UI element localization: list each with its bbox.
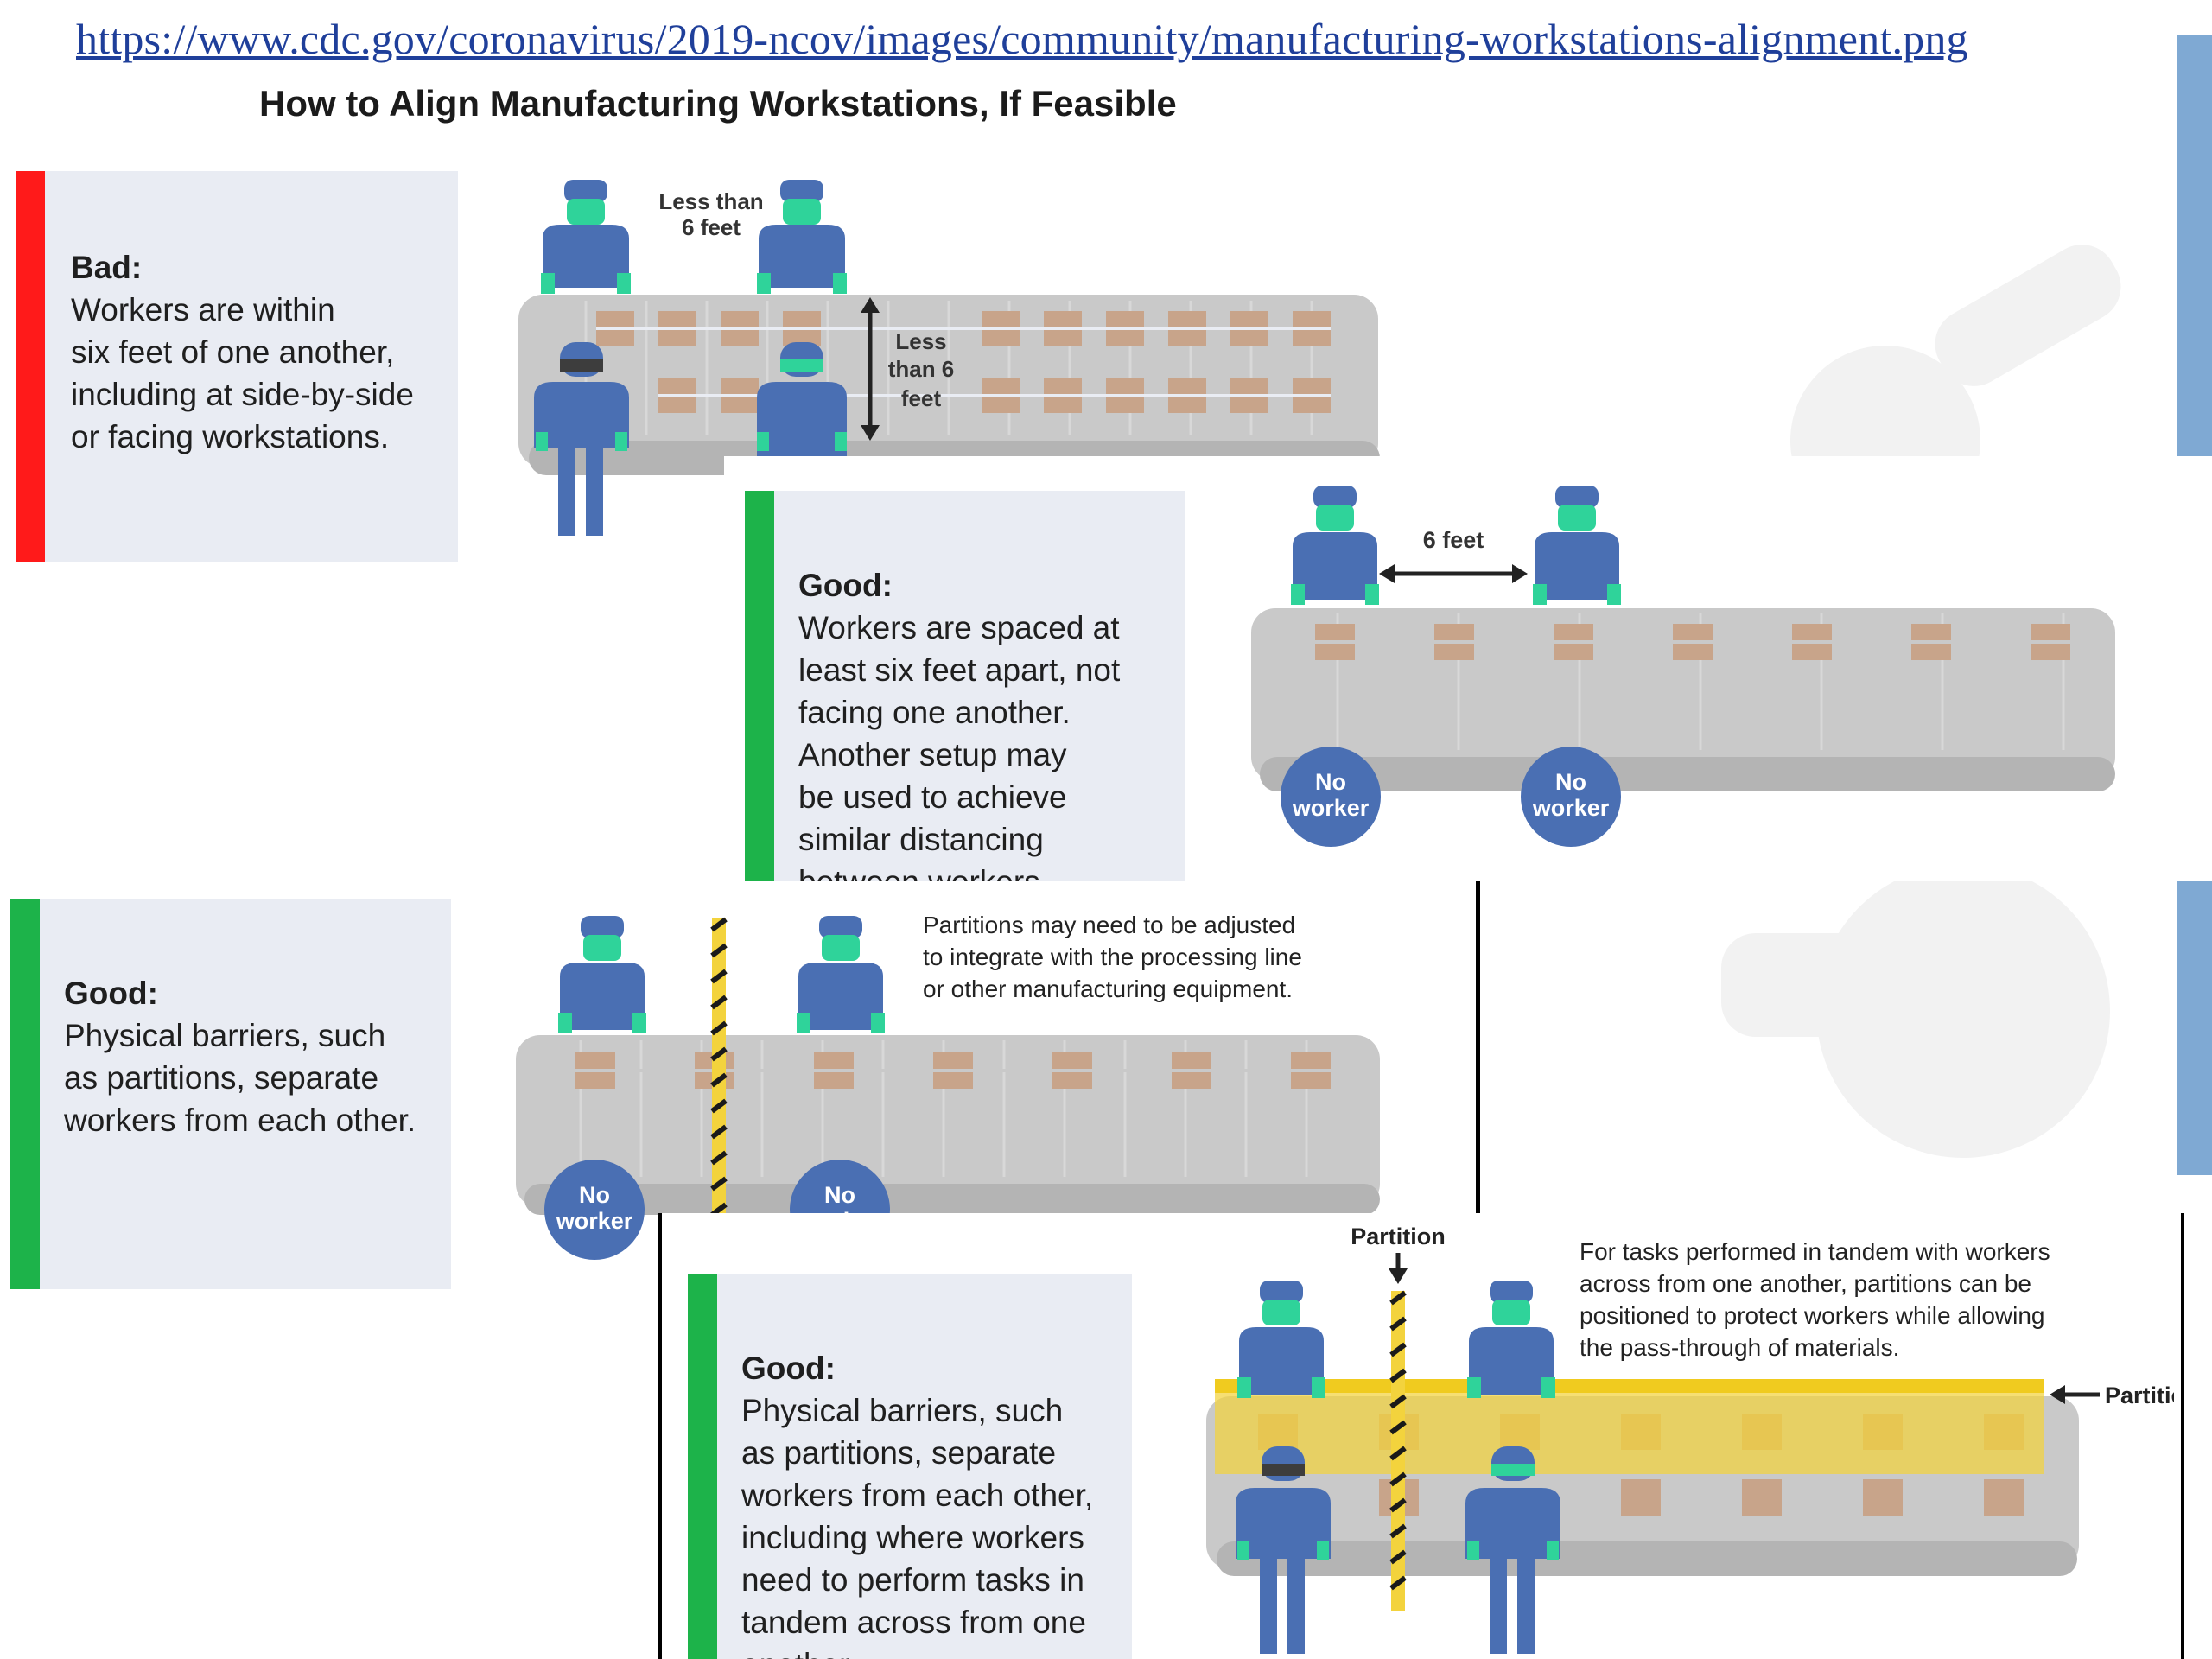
worker-icon [541,180,631,294]
note-text: across from one another, partitions can … [1580,1270,2031,1297]
info-card: Good: Physical barriers, such as partitio… [688,1274,1132,1659]
worker-icon [757,342,847,456]
source-url-link[interactable]: https://www.cdc.gov/coronavirus/2019-nco… [76,15,1968,63]
no-worker-label: No [824,1182,855,1208]
arrow-down-icon [1389,1253,1408,1284]
worker-icon [757,180,847,294]
card-description: Good: Physical barriers, such as partitio… [741,1305,1093,1659]
note-text: the pass-through of materials. [1580,1334,1899,1361]
worker-icon [1237,1281,1325,1398]
worker-icon [1533,486,1621,605]
no-worker-label: worker [556,1208,633,1234]
card-body: Workers are spaced at least six feet apa… [798,610,1121,881]
panel-good-spacing: Good: Workers are spaced at least six fee… [724,456,2212,881]
gap-label: Less [895,328,946,354]
card-body: Physical barriers, such as partitions, s… [64,1018,416,1138]
note-text: positioned to protect workers while allo… [1580,1302,2045,1329]
card-description: Good: Workers are spaced at least six fee… [798,522,1120,881]
partition-post [1389,1290,1407,1611]
no-worker-label: No [579,1182,610,1208]
partition-label: Partition [2105,1382,2174,1408]
no-worker-badge: No worker [1521,747,1621,847]
no-worker-badge: No worker [544,1160,645,1260]
status-stripe [745,491,774,881]
card-heading: Good: [741,1351,836,1386]
worker-icon [797,916,885,1033]
info-card: Good: Physical barriers, such as partitio… [10,899,451,1289]
partition-label: Partition [1351,1224,1446,1249]
worker-icon [558,916,646,1033]
card-body: Physical barriers, such as partitions, s… [741,1393,1094,1659]
worker-icon [1467,1281,1555,1398]
partition-post [710,917,728,1281]
card-body: Workers are within six feet of one anoth… [71,292,414,454]
status-stripe [688,1274,717,1659]
info-card: Bad: Workers are within six feet of one a… [16,171,458,562]
status-stripe [10,899,40,1289]
worker-icon [534,342,629,536]
card-description: Bad: Workers are within six feet of one a… [71,204,414,458]
infographic-title: How to Align Manufacturing Workstations,… [259,83,1177,124]
arrow-left-icon [2050,1385,2100,1404]
no-worker-label: No [1315,769,1346,795]
no-worker-label: No [1555,769,1586,795]
note-text: or other manufacturing equipment. [923,976,1293,1002]
info-card: Good: Workers are spaced at least six fee… [745,491,1185,881]
gap-label: than 6 [888,356,955,382]
note-text: For tasks performed in tandem with worke… [1580,1238,2050,1265]
vertical-distance-arrow-icon [861,297,880,441]
worker-icon [1291,486,1379,605]
note-text: to integrate with the processing line [923,944,1302,970]
no-worker-badge: No worker [1281,747,1381,847]
panel-good-tandem: Good: Physical barriers, such as partitio… [658,1213,2184,1659]
status-stripe [16,171,45,562]
note-text: Partitions may need to be adjusted [923,912,1295,938]
workstation-illustration: Less than 6 feet Less than 6 feet [518,180,1380,536]
horizontal-partition [1215,1379,2044,1474]
gap-label: 6 feet [682,214,741,240]
no-worker-label: worker [1532,795,1610,821]
workstation-illustration: 6 feet No worker No worker [1251,486,2115,847]
gap-label: feet [901,385,942,411]
horizontal-distance-arrow-icon [1379,564,1528,583]
no-worker-label: worker [1292,795,1370,821]
card-heading: Good: [798,568,893,603]
workstation-illustration: Partition Partition For tasks performed … [1206,1224,2174,1654]
panel-divider [1476,881,1480,1218]
gap-label: 6 feet [1423,527,1484,553]
worker-icon [1465,1446,1560,1654]
worker-icon [1236,1446,1331,1654]
gap-label: Less than [658,188,763,214]
card-heading: Bad: [71,250,143,285]
card-description: Good: Physical barriers, such as partitio… [64,930,416,1141]
card-heading: Good: [64,976,158,1011]
